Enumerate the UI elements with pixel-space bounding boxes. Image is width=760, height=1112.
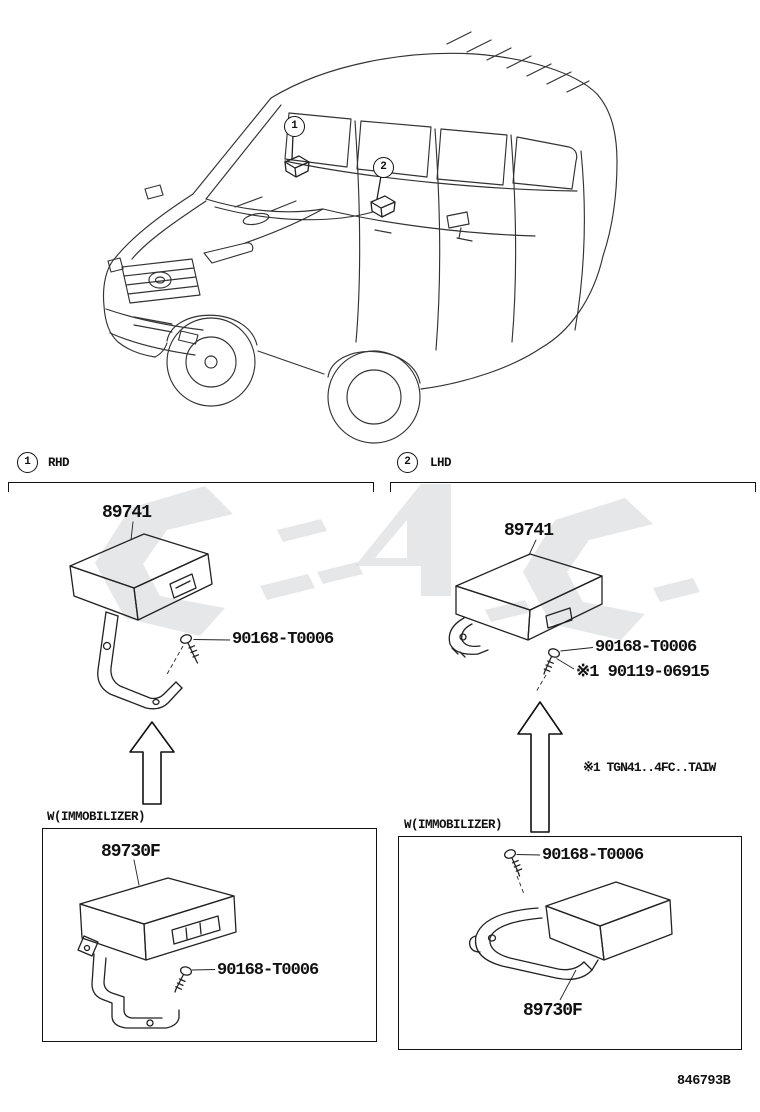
part-89741-lhd-label: 89741 — [504, 521, 554, 541]
vehicle-illustration — [102, 31, 618, 444]
watermark — [95, 484, 700, 640]
screw-icon — [180, 634, 200, 664]
immobilizer-group-box-lhd — [398, 836, 742, 1050]
vehicle-body-art — [102, 31, 618, 444]
section-rhd-side-label: RHD — [48, 456, 70, 470]
receiver-location-2-art — [370, 175, 396, 218]
vehicle-callout-2: 2 — [373, 157, 394, 178]
up-arrow-icon — [517, 701, 563, 833]
vehicle-callout-1: 1 — [284, 116, 305, 137]
figure-code: 846793B — [677, 1074, 731, 1089]
section-lhd-bracket — [390, 482, 756, 492]
section-rhd-number: 1 — [17, 452, 38, 473]
screw-icon — [174, 966, 193, 993]
screw-90168-rhd-box-label: 90168-T0006 — [217, 961, 319, 980]
receiver-89730f-rhd-art — [77, 859, 237, 1029]
screw-icon — [543, 648, 561, 675]
screw-90119-lhd-label: ※1 90119-06915 — [576, 663, 710, 682]
receiver-89730f-lhd-art — [468, 849, 673, 1001]
receiver-89741-rhd-art — [69, 521, 231, 710]
section-lhd-side-label: LHD — [430, 456, 452, 470]
screw-90168-rhd-label: 90168-T0006 — [232, 630, 334, 649]
immobilizer-title-rhd: W(IMMOBILIZER) — [47, 810, 146, 824]
applicability-note: ※1 TGN41..4FC..TAIW — [583, 760, 716, 775]
screw-90168-lhd-label: 90168-T0006 — [595, 638, 697, 657]
screw-icon — [504, 849, 523, 877]
part-89741-rhd-label: 89741 — [102, 503, 152, 523]
section-lhd-number: 2 — [397, 452, 418, 473]
screw-90168-lhd-box-label: 90168-T0006 — [542, 846, 644, 865]
section-rhd-bracket — [8, 482, 374, 492]
up-arrow-icon — [129, 721, 175, 805]
receiver-89741-lhd-art — [448, 539, 603, 693]
receiver-location-1-art — [284, 134, 310, 178]
part-89730f-lhd-label: 89730F — [523, 1001, 583, 1021]
immobilizer-title-lhd: W(IMMOBILIZER) — [404, 818, 503, 832]
part-89730f-rhd-label: 89730F — [101, 842, 161, 862]
immobilizer-group-box-rhd — [42, 828, 377, 1042]
